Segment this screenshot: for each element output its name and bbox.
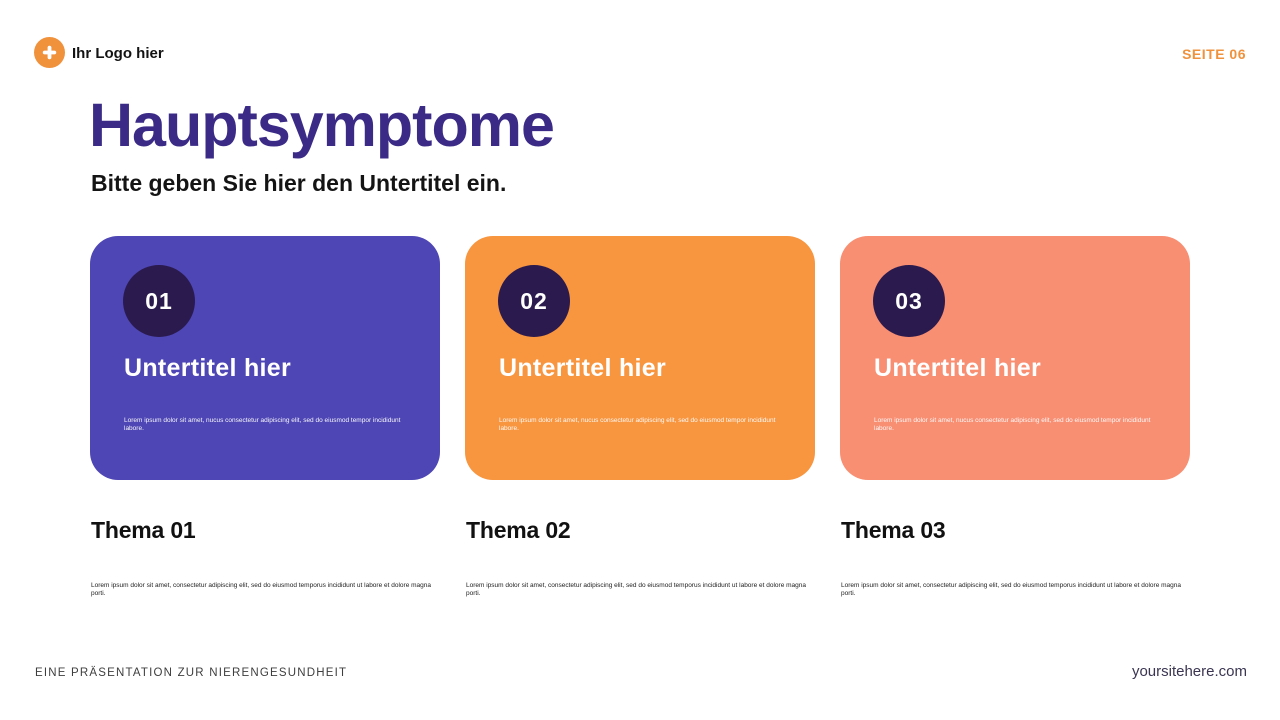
card-number: 01 [145, 287, 173, 314]
topic-body: Lorem ipsum dolor sit amet, consectetur … [91, 582, 431, 598]
topic-block: Thema 02 Lorem ipsum dolor sit amet, con… [466, 517, 816, 599]
card-title: Untertitel hier [124, 354, 292, 382]
card-number: 03 [895, 287, 923, 314]
page-subtitle: Bitte geben Sie hier den Untertitel ein. [91, 170, 507, 196]
topic-title: Thema 01 [91, 517, 196, 543]
symptom-card: 03 Untertitel hier Lorem ipsum dolor sit… [840, 236, 1190, 480]
card-title: Untertitel hier [499, 354, 667, 382]
topic-title: Thema 02 [466, 517, 571, 543]
topic-block: Thema 03 Lorem ipsum dolor sit amet, con… [841, 517, 1191, 599]
card-number: 02 [520, 287, 548, 314]
footer-website-link[interactable]: yoursitehere.com [1131, 663, 1247, 680]
logo-text: Ihr Logo hier [72, 45, 164, 62]
card-title: Untertitel hier [874, 354, 1042, 382]
card-body-text: Lorem ipsum dolor sit amet, nucus consec… [499, 417, 776, 433]
topic-body: Lorem ipsum dolor sit amet, consectetur … [466, 582, 806, 598]
symptom-card: 01 Untertitel hier Lorem ipsum dolor sit… [90, 236, 440, 480]
card-number-badge: 02 [498, 265, 570, 337]
card-body-text: Lorem ipsum dolor sit amet, nucus consec… [124, 417, 401, 433]
topic-block: Thema 01 Lorem ipsum dolor sit amet, con… [91, 517, 441, 599]
topic-title: Thema 03 [841, 517, 946, 543]
symptom-card: 02 Untertitel hier Lorem ipsum dolor sit… [465, 236, 815, 480]
card-number-badge: 03 [873, 265, 945, 337]
card-body-text: Lorem ipsum dolor sit amet, nucus consec… [874, 417, 1151, 433]
plus-icon [34, 37, 65, 68]
card-number-badge: 01 [123, 265, 195, 337]
footer-presentation-label: EINE PRÄSENTATION ZUR NIERENGESUNDHEIT [35, 667, 348, 679]
page-title: Hauptsymptome [89, 91, 555, 159]
page-number: SEITE 06 [1182, 46, 1246, 62]
topic-body: Lorem ipsum dolor sit amet, consectetur … [841, 582, 1181, 598]
